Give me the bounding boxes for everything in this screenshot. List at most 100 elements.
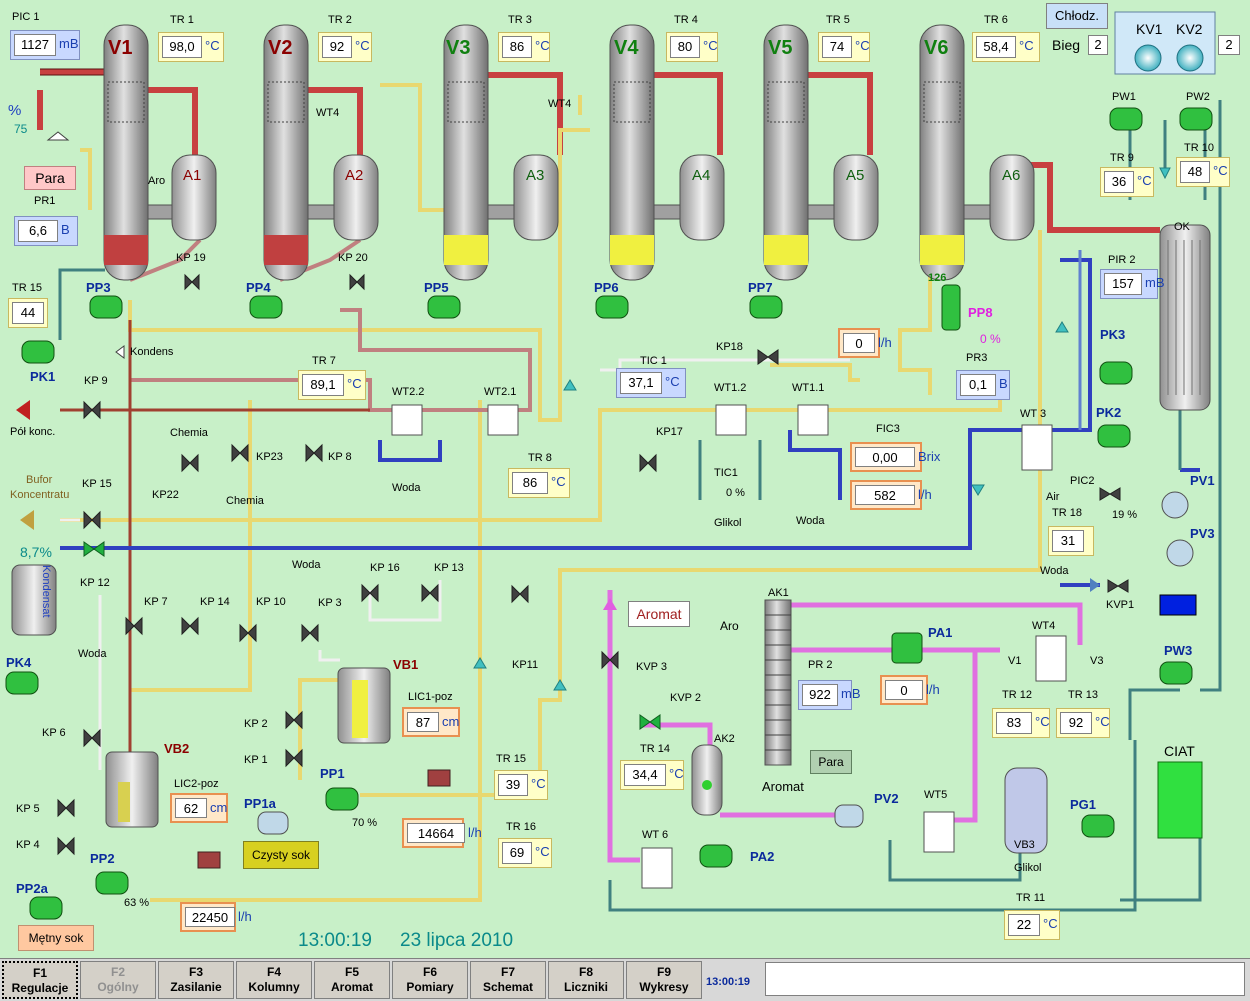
display-tr5: 74°C [818,32,870,62]
kp3-label: KP 3 [318,597,342,609]
pump-pp4-label[interactable]: PP4 [246,280,271,295]
bufor-label: Bufor [26,474,53,486]
pump-pp6-label[interactable]: PP6 [594,280,619,295]
display-pr1-value: 6,6 [18,220,58,242]
vessel-v1-label: V1 [108,37,133,59]
display-tr6-tag: TR 6 [984,14,1008,26]
pipe-network [5,11,1222,920]
pump-pw1-label[interactable]: PW1 [1112,91,1136,103]
pump-pa1-label[interactable]: PA1 [928,625,953,640]
column-v5 [763,24,809,281]
para-button-2[interactable]: Para [810,750,852,774]
chemia-label-1: Chemia [170,427,208,439]
tank-vb3 [1004,767,1048,854]
kondensat-label: Kondensat [40,565,52,618]
pump-pv1-label[interactable]: PV1 [1190,473,1215,488]
display-tr4-unit: °C [703,38,718,53]
display-pic1-value: 1127 [14,34,56,56]
display-pp8flow-value: 0 [843,333,875,353]
display-tr14-tag: TR 14 [640,743,670,755]
display-fic3a-unit: Brix [918,449,941,464]
pump-pp2a-label[interactable]: PP2a [16,881,48,896]
bieg-input[interactable]: 2 [1088,35,1108,55]
czysty-sok-button[interactable]: Czysty sok [243,841,319,869]
fkey-f5-label: Aromat [330,980,373,994]
fkey-f3-label: Zasilanie [170,980,222,994]
column-v1 [103,24,149,281]
vessel-vb2-label: VB2 [164,741,190,756]
pump-pk4-label[interactable]: PK4 [6,655,32,670]
display-lic1-tag: LIC1-poz [408,691,453,703]
aromat-button[interactable]: Aromat [628,601,690,627]
chemia-label-2: Chemia [226,495,264,507]
tank-vb2 [105,751,159,828]
pump-pk1-label[interactable]: PK1 [30,369,56,384]
pump-pv3-label[interactable]: PV3 [1190,526,1215,541]
pump-pp3-label[interactable]: PP3 [86,280,111,295]
vessel-vb1-label: VB1 [393,657,419,672]
pump-pg1-label[interactable]: PG1 [1070,797,1097,812]
pump-pp1-label[interactable]: PP1 [320,766,345,781]
pump-pa2-label[interactable]: PA2 [750,849,775,864]
display-tr15a: 44 [8,298,48,328]
display-fic3a-value: 0,00 [855,447,915,467]
pump-pp8-label[interactable]: PP8 [968,305,993,320]
chlodz-button[interactable]: Chłodz. [1046,3,1108,29]
fkey-f1-label: Regulacje [11,981,69,995]
display-pa1flow-unit: l/h [926,682,940,697]
display-tr7-unit: °C [347,376,362,391]
column-v4 [609,24,655,281]
display-tr18-tag: TR 18 [1052,507,1082,519]
para-button[interactable]: Para [24,166,76,190]
pump-pw2-label[interactable]: PW2 [1186,91,1210,103]
aromat-label: Aromat [762,779,804,794]
display-lic2-tag: LIC2-poz [174,778,219,790]
value-126: 126 [928,272,947,284]
pump-pk3-label[interactable]: PK3 [1100,327,1126,342]
display-tr11-value: 22 [1008,914,1040,936]
wt4-label-2: WT4 [548,98,572,110]
pump-pp2-label[interactable]: PP2 [90,851,115,866]
vessel-ak2-label: AK2 [714,733,735,745]
fkey-f2-label: Ogólny [97,980,139,994]
air-label: Air [1046,491,1060,503]
metny-sok-button[interactable]: Mętny sok [18,925,94,951]
display-tr5-tag: TR 5 [826,14,850,26]
pump-pp7-label[interactable]: PP7 [748,280,773,295]
display-pr1-unit: B [61,222,70,237]
display-tr14: 34,4°C [620,760,684,790]
display-tr10-unit: °C [1213,163,1228,178]
display-tr4-tag: TR 4 [674,14,698,26]
bieg2-input[interactable]: 2 [1218,35,1240,55]
vessel-a1-label: A1 [183,167,202,184]
display-tr9-unit: °C [1137,173,1152,188]
aro-label-2: Aro [720,619,739,633]
pump-pp5-label[interactable]: PP5 [424,280,449,295]
pump-pv2-label[interactable]: PV2 [874,791,899,806]
fkey-f9-key: F9 [656,965,671,979]
display-tic1-unit: °C [665,374,680,389]
display-tr3-value: 86 [502,36,532,58]
display-tr11-unit: °C [1043,916,1058,931]
pump-pk2-label[interactable]: PK2 [1096,405,1122,420]
display-tr1-unit: °C [205,38,220,53]
pump-pw3-label[interactable]: PW3 [1164,643,1193,658]
bieg-label: Bieg [1052,37,1081,53]
pump-pp1a-label[interactable]: PP1a [244,796,276,811]
display-lic1-unit: cm [442,714,460,729]
kp7-label: KP 7 [144,596,168,608]
pic2-label: PIC2 [1070,475,1095,487]
woda-label-3: Woda [1040,565,1069,577]
display-tr11-tag: TR 11 [1016,892,1046,904]
